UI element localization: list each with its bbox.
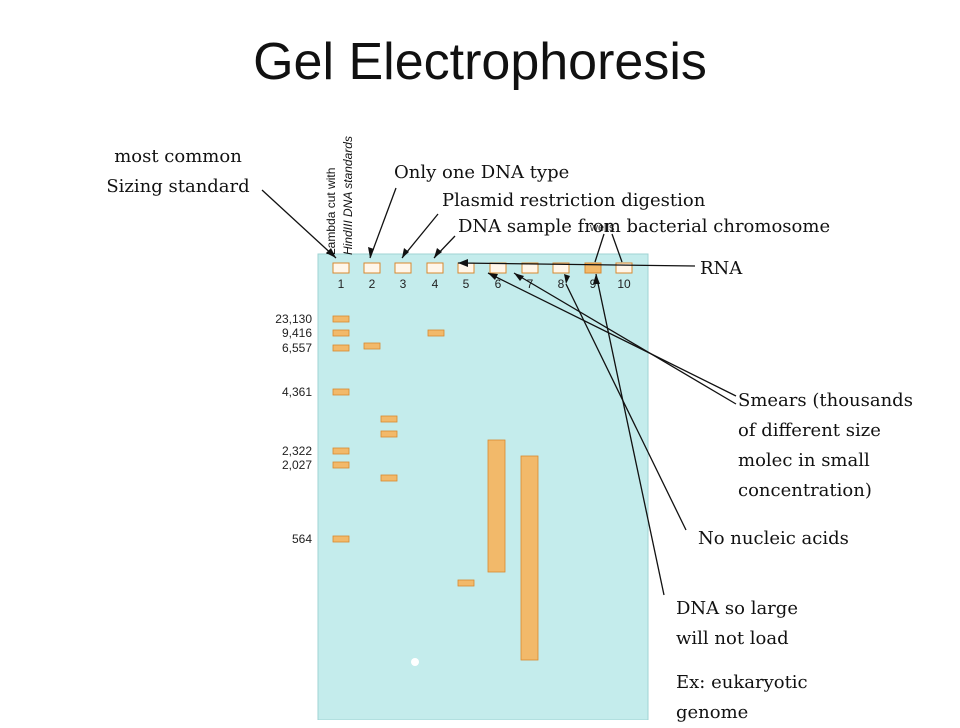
annotation-too-large: DNA so large will not load: [676, 598, 798, 649]
size-marker-5: 2,322: [282, 444, 312, 458]
well-8: [552, 262, 570, 274]
well-9: [584, 262, 602, 274]
arrow-plasmid: [401, 213, 439, 259]
lane-number-2: 2: [369, 277, 376, 291]
arrow-too-large: [595, 273, 665, 596]
annotation-smears: Smears (thousands of different size mole…: [738, 390, 913, 501]
bands: [332, 315, 539, 661]
arrow-smear-a: [487, 272, 737, 397]
lane-number-6: 6: [495, 277, 502, 291]
well-7: [521, 262, 539, 274]
arrow-wells-b: [611, 233, 623, 263]
annotation-rna: RNA: [700, 258, 743, 279]
wells-label: wells: [590, 222, 615, 234]
arrow-rna: [457, 262, 696, 267]
slide-title: Gel Electrophoresis: [253, 33, 707, 91]
arrow-wells-a: [594, 233, 605, 263]
annotation-no-nucleic: No nucleic acids: [698, 528, 849, 549]
ladder-band-2: [332, 329, 350, 337]
gel-slab: [317, 253, 649, 720]
arrow-sizing: [261, 189, 337, 259]
annotation-one-dna-type: Only one DNA type: [394, 162, 570, 183]
arrows: [261, 187, 737, 596]
lane-number-10: 10: [617, 277, 631, 291]
lane5-band: [457, 579, 475, 587]
size-marker-2: 9,416: [282, 326, 312, 340]
arrow-smear-b: [513, 272, 737, 405]
lane-number-4: 4: [432, 277, 439, 291]
ladder-band-4: [332, 388, 350, 396]
lane3-band-3: [380, 474, 398, 482]
annotation-example: Ex: eukaryotic genome: [676, 672, 808, 723]
size-marker-6: 2,027: [282, 458, 312, 472]
well-3: [394, 262, 412, 274]
well-1: [332, 262, 350, 274]
size-marker-1: 23,130: [275, 312, 312, 326]
loading-dot: [411, 658, 419, 666]
rotated-label-line1: Lambda cut with: [324, 167, 338, 255]
lane7-smear: [520, 455, 539, 661]
arrowheads: [326, 247, 600, 284]
size-marker-7: 564: [292, 532, 312, 546]
size-marker-3: 6,557: [282, 341, 312, 355]
arrow-one-type: [369, 187, 397, 259]
lane-number-3: 3: [400, 277, 407, 291]
annotation-plasmid: Plasmid restriction digestion: [442, 190, 706, 211]
annotation-sizing-standard: most common Sizing standard: [106, 146, 250, 197]
lane-number-8: 8: [558, 277, 565, 291]
well-10: [615, 262, 633, 274]
ladder-band-6: [332, 461, 350, 469]
well-4: [426, 262, 444, 274]
lane-number-1: 1: [338, 277, 345, 291]
ladder-band-7: [332, 535, 350, 543]
well-2: [363, 262, 381, 274]
lane6-smear: [487, 439, 506, 573]
ladder-band-5: [332, 447, 350, 455]
lane3-band-2: [380, 430, 398, 438]
arrow-no-nucleic: [565, 283, 687, 531]
lane2-band: [363, 342, 381, 350]
lane-number-5: 5: [463, 277, 470, 291]
lane-number-7: 7: [527, 277, 534, 291]
ladder-band-1: [332, 315, 350, 323]
lane4-band: [427, 329, 445, 337]
lane3-band-1: [380, 415, 398, 423]
ladder-band-3: [332, 344, 350, 352]
well-6: [489, 262, 507, 274]
annotation-bacterial: DNA sample from bacterial chromosome: [458, 216, 831, 237]
rotated-label-line2: HindIII DNA standards: [341, 136, 355, 255]
size-marker-4: 4,361: [282, 385, 312, 399]
